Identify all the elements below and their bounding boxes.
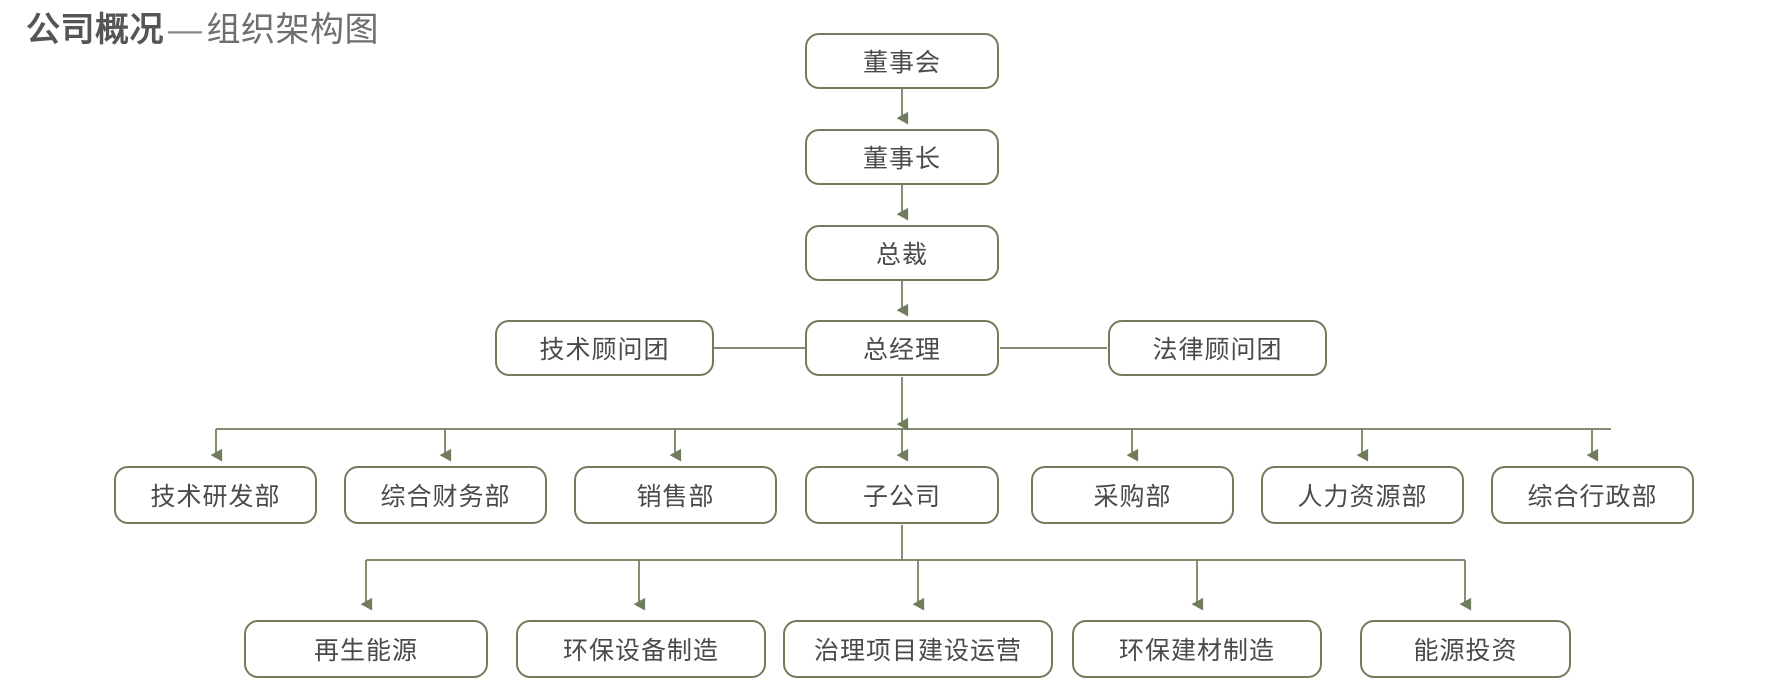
node-department-0-label: 技术研发部 <box>150 483 281 511</box>
node-subsidiary-2-label: 治理项目建设运营 <box>813 637 1022 665</box>
node-department-6[interactable]: 综合行政部 <box>1491 466 1694 524</box>
page-title-dash: — <box>168 11 203 49</box>
node-department-5[interactable]: 人力资源部 <box>1261 466 1464 524</box>
node-department-2[interactable]: 销售部 <box>574 466 777 524</box>
node-department-6-label: 综合行政部 <box>1527 483 1658 511</box>
node-department-0[interactable]: 技术研发部 <box>114 466 317 524</box>
node-department-5-label: 人力资源部 <box>1297 483 1428 511</box>
node-subsidiary-3[interactable]: 环保建材制造 <box>1072 620 1322 678</box>
node-subsidiary-0-label: 再生能源 <box>313 637 418 665</box>
node-department-4[interactable]: 采购部 <box>1031 466 1234 524</box>
node-department-4-label: 采购部 <box>1093 483 1172 511</box>
page-title-strong: 公司概况 <box>26 11 164 49</box>
node-department-3[interactable]: 子公司 <box>805 466 999 524</box>
node-tech-advisor-label: 技术顾问团 <box>539 336 670 364</box>
node-chairman-label: 董事长 <box>862 145 941 173</box>
node-chairman[interactable]: 董事长 <box>805 129 999 185</box>
node-subsidiary-0[interactable]: 再生能源 <box>244 620 488 678</box>
node-legal-advisor-label: 法律顾问团 <box>1152 336 1283 364</box>
node-subsidiary-4-label: 能源投资 <box>1413 637 1518 665</box>
node-legal-advisor[interactable]: 法律顾问团 <box>1108 320 1327 376</box>
node-board-label: 董事会 <box>862 49 941 77</box>
node-department-2-label: 销售部 <box>636 483 715 511</box>
node-department-1-label: 综合财务部 <box>380 483 511 511</box>
node-subsidiary-3-label: 环保建材制造 <box>1118 637 1275 665</box>
node-gm-label: 总经理 <box>862 336 941 364</box>
node-tech-advisor[interactable]: 技术顾问团 <box>495 320 714 376</box>
node-department-3-label: 子公司 <box>862 483 941 511</box>
node-gm[interactable]: 总经理 <box>805 320 999 376</box>
node-subsidiary-1[interactable]: 环保设备制造 <box>516 620 766 678</box>
node-department-1[interactable]: 综合财务部 <box>344 466 547 524</box>
node-board[interactable]: 董事会 <box>805 33 999 89</box>
page-title: 公司概况—组织架构图 <box>26 8 379 52</box>
node-president[interactable]: 总裁 <box>805 225 999 281</box>
page-title-light: 组织架构图 <box>206 11 379 49</box>
node-president-label: 总裁 <box>875 241 928 269</box>
node-subsidiary-1-label: 环保设备制造 <box>562 637 719 665</box>
node-subsidiary-4[interactable]: 能源投资 <box>1360 620 1571 678</box>
node-subsidiary-2[interactable]: 治理项目建设运营 <box>783 620 1053 678</box>
